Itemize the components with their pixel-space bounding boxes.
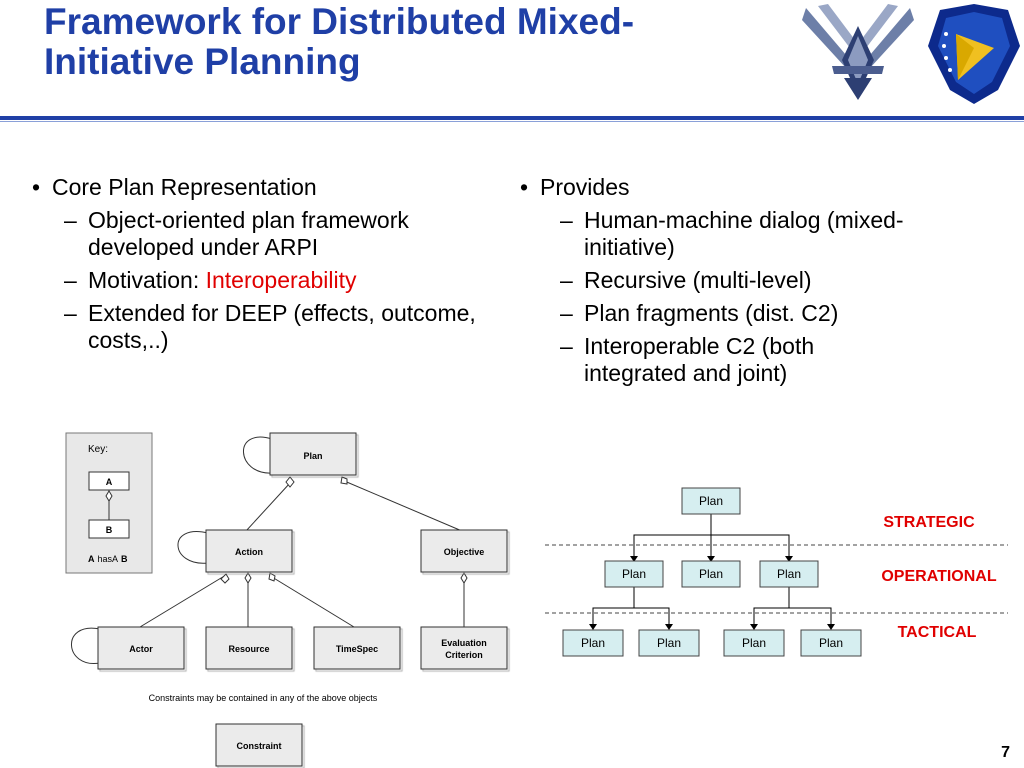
provides-item-text: Recursive (multi-level)	[584, 267, 812, 293]
provides-item: Plan fragments (dist. C2)	[556, 300, 938, 327]
plan-strategic	[681, 487, 741, 515]
slide-title: Framework for Distributed Mixed- Initiat…	[44, 2, 784, 82]
class-objective-label: Objective	[444, 547, 485, 557]
right-bullets: Provides Human-machine dialog (mixed-ini…	[518, 174, 938, 393]
class-actor-label: Actor	[129, 644, 153, 654]
class-actor	[97, 626, 185, 670]
plan-box-label: Plan	[622, 567, 646, 581]
level-strategic: STRATEGIC	[883, 514, 975, 531]
class-timespec	[313, 626, 401, 670]
plan-operational	[681, 560, 741, 588]
level-operational: OPERATIONAL	[881, 568, 996, 585]
hierarchy-boxes	[562, 487, 862, 657]
key-label: Key:	[88, 444, 108, 455]
class-objective	[420, 529, 508, 573]
bullet-text: Provides	[540, 174, 630, 200]
class-action	[205, 529, 293, 573]
uml-connectors	[139, 476, 468, 628]
hierarchy-arrowheads	[589, 556, 835, 630]
provides-item: Recursive (multi-level)	[556, 267, 938, 294]
sub-bullet-text: Object-oriented plan framework developed…	[88, 207, 409, 260]
class-constraint	[215, 723, 303, 767]
class-plan-label: Plan	[303, 451, 322, 461]
key-class-a: A	[106, 477, 113, 487]
sub-bullet-motivation: Motivation: Interoperability	[60, 267, 510, 294]
title-divider	[0, 116, 1024, 120]
class-evaluation-label-1: Evaluation	[441, 638, 487, 648]
class-plan	[269, 432, 357, 476]
action-self-loop	[177, 531, 209, 564]
class-resource	[205, 626, 293, 670]
plan-box-label: Plan	[699, 567, 723, 581]
afrl-seal-logo	[928, 4, 1020, 104]
plan-tactical	[562, 629, 624, 657]
plan-operational	[604, 560, 664, 588]
plan-tactical	[638, 629, 700, 657]
class-timespec-label: TimeSpec	[336, 644, 378, 654]
air-force-wings-logo	[802, 4, 914, 100]
plan-self-loop	[243, 436, 273, 474]
plan-tactical	[800, 629, 862, 657]
class-evaluation-label-2: Criterion	[445, 650, 483, 660]
plan-box-label: Plan	[819, 636, 843, 650]
bullet-core-plan: Core Plan Representation	[30, 174, 510, 201]
sub-bullet-object-oriented: Object-oriented plan framework developed…	[60, 207, 476, 261]
provides-item: Interoperable C2 (both integrated and jo…	[556, 333, 914, 387]
plan-box-label: Plan	[742, 636, 766, 650]
plan-box-label: Plan	[657, 636, 681, 650]
constraints-note: Constraints may be contained in any of t…	[149, 693, 378, 703]
left-bullets: Core Plan Representation Object-oriented…	[30, 174, 510, 360]
interoperability-highlight: Interoperability	[205, 267, 357, 293]
hierarchy-connectors	[592, 514, 832, 625]
actor-self-loop	[71, 627, 101, 664]
title-line-2: Initiative Planning	[44, 41, 361, 82]
plan-hierarchy: Plan Plan Plan Plan Plan Plan Plan Plan …	[545, 487, 1008, 657]
class-constraint-label: Constraint	[237, 741, 282, 751]
plan-box-label: Plan	[581, 636, 605, 650]
class-action-label: Action	[235, 547, 263, 557]
class-resource-label: Resource	[228, 644, 269, 654]
level-tactical: TACTICAL	[898, 624, 977, 641]
sub-bullet-text: Extended for DEEP (effects, outcome, cos…	[88, 300, 476, 353]
plan-operational	[759, 560, 819, 588]
bullet-text: Core Plan Representation	[52, 174, 317, 200]
key-class-b: B	[106, 525, 113, 535]
provides-item-text: Interoperable C2 (both integrated and jo…	[584, 333, 815, 386]
title-divider-thin	[0, 121, 1024, 122]
bullet-provides: Provides	[518, 174, 938, 201]
plan-box-label: Plan	[699, 494, 723, 508]
logos	[802, 4, 1020, 104]
title-line-1: Framework for Distributed Mixed-	[44, 1, 635, 42]
plan-tactical	[723, 629, 785, 657]
uml-boxes	[97, 432, 508, 767]
sub-bullet-prefix: Motivation:	[88, 267, 206, 293]
sub-bullet-extended: Extended for DEEP (effects, outcome, cos…	[60, 300, 488, 354]
provides-item-text: Plan fragments (dist. C2)	[584, 300, 839, 326]
provides-item-text: Human-machine dialog (mixed-initiative)	[584, 207, 904, 260]
page-number: 7	[1001, 744, 1010, 761]
plan-box-label: Plan	[777, 567, 801, 581]
class-evaluation-criterion	[420, 626, 508, 670]
provides-item: Human-machine dialog (mixed-initiative)	[556, 207, 914, 261]
